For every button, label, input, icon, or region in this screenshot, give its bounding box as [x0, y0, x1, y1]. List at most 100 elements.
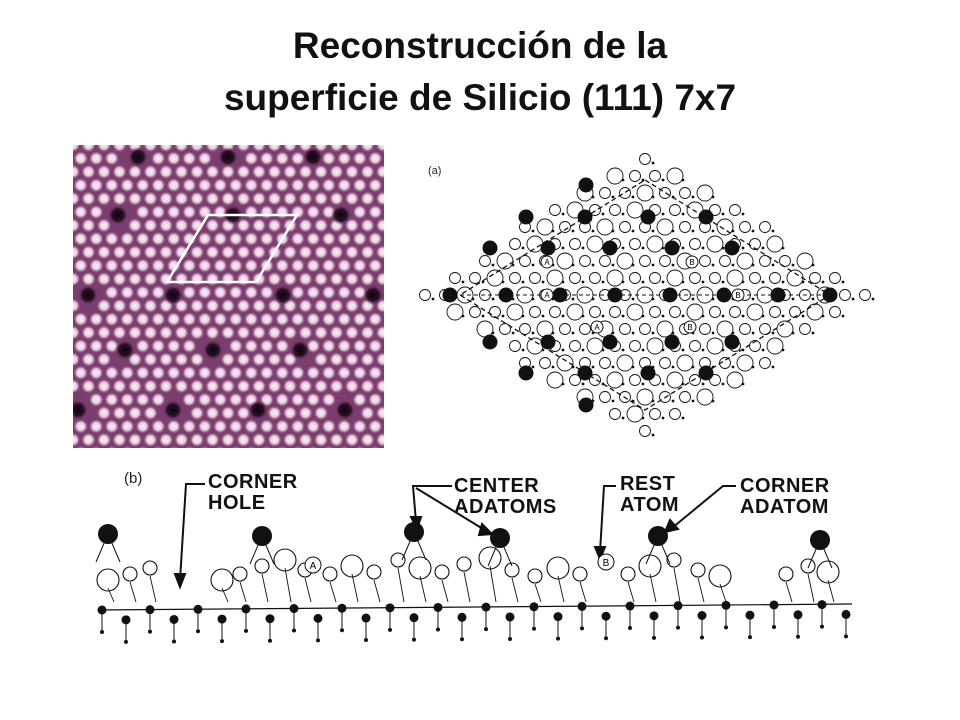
- stm-atom: [104, 258, 120, 274]
- stm-atom: [243, 231, 259, 247]
- stm-atom: [189, 244, 205, 260]
- stm-atom: [75, 445, 87, 448]
- top-open-atom: [739, 221, 751, 233]
- stm-atom: [290, 150, 306, 166]
- top-small-atom: [751, 365, 755, 369]
- top-small-atom: [581, 314, 585, 318]
- stm-atom: [73, 164, 81, 180]
- side-bond: [373, 579, 381, 603]
- substrate-lower-atom: [844, 634, 848, 639]
- top-small-atom: [691, 365, 695, 369]
- top-small-atom: [701, 314, 705, 318]
- side-bond: [785, 581, 793, 603]
- side-bond: [284, 567, 292, 603]
- stm-hole: [108, 205, 128, 225]
- top-open-atom: [519, 255, 531, 267]
- top-small-atom: [651, 331, 655, 335]
- stm-atom: [73, 351, 81, 367]
- stm-atom: [181, 231, 197, 247]
- stm-atom: [313, 378, 329, 394]
- top-small-atom: [661, 280, 665, 284]
- stm-atom: [243, 258, 259, 274]
- stm-atom: [267, 145, 282, 153]
- stm-atom: [81, 191, 96, 207]
- stm-atom: [96, 298, 112, 314]
- top-small-atom: [671, 331, 675, 335]
- stm-atom: [367, 311, 383, 327]
- stm-atom: [321, 284, 337, 300]
- stm-atom: [96, 271, 112, 287]
- top-open-atom: [796, 252, 814, 270]
- top-open-atom: [696, 184, 714, 202]
- stm-atom: [236, 378, 251, 394]
- top-open-atom: [729, 204, 741, 216]
- stm-atom: [174, 244, 189, 260]
- site-label: A: [544, 291, 550, 300]
- top-small-atom: [671, 365, 675, 369]
- stm-atom: [119, 177, 135, 193]
- top-small-atom: [631, 399, 635, 403]
- top-open-atom: [689, 374, 701, 386]
- top-small-atom: [821, 280, 825, 284]
- stm-atom: [367, 177, 383, 193]
- top-small-atom: [611, 195, 615, 199]
- site-label: A: [594, 323, 600, 332]
- stm-atom: [143, 164, 158, 180]
- top-open-atom: [679, 187, 691, 199]
- stm-atom: [282, 145, 298, 153]
- top-small-atom: [621, 314, 625, 318]
- side-bond: [697, 577, 705, 603]
- top-small-atom: [651, 263, 655, 267]
- side-open-atom: [434, 564, 450, 580]
- stm-atom: [298, 191, 313, 207]
- top-open-atom: [669, 408, 681, 420]
- stm-atom: [212, 418, 228, 434]
- top-small-atom: [781, 348, 785, 352]
- stm-atom: [166, 231, 182, 247]
- stm-atom: [73, 217, 81, 233]
- substrate-atom: [217, 614, 227, 624]
- stm-atom: [135, 311, 151, 327]
- stm-atom: [112, 298, 127, 314]
- stm-atom: [143, 298, 158, 314]
- stm-atom: [298, 244, 313, 260]
- stm-atom: [321, 177, 337, 193]
- top-small-atom: [571, 229, 575, 233]
- top-small-atom: [871, 297, 875, 301]
- top-open-atom: [766, 337, 784, 355]
- top-open-atom: [569, 238, 581, 250]
- stm-atom: [344, 164, 360, 180]
- stm-atom: [189, 164, 205, 180]
- top-adatom: [602, 334, 618, 350]
- top-open-atom: [579, 255, 591, 267]
- top-adatom: [482, 240, 498, 256]
- top-small-atom: [561, 246, 565, 250]
- stm-atom: [336, 338, 352, 354]
- top-open-atom: [839, 289, 851, 301]
- stm-atom: [336, 311, 352, 327]
- stm-atom: [127, 271, 143, 287]
- top-open-atom: [626, 303, 644, 321]
- stm-atom: [104, 418, 120, 434]
- side-bond: [419, 575, 427, 603]
- top-small-atom: [541, 314, 545, 318]
- side-open-atom: [572, 566, 588, 582]
- stm-atom: [199, 445, 211, 448]
- top-open-atom: [526, 337, 544, 355]
- stm-atom: [321, 365, 337, 381]
- top-small-atom: [761, 280, 765, 284]
- stm-atom: [174, 432, 189, 448]
- site-marker: [597, 553, 615, 571]
- top-small-atom: [721, 314, 725, 318]
- top-small-atom: [621, 416, 625, 420]
- stm-atom: [251, 164, 267, 180]
- stm-atom: [96, 325, 112, 341]
- stm-atom: [383, 155, 384, 162]
- stm-atom: [212, 177, 228, 193]
- stm-atom: [212, 365, 228, 381]
- top-adatom: [607, 287, 623, 303]
- top-open-atom: [759, 221, 771, 233]
- stm-atom: [135, 258, 151, 274]
- stm-hole: [78, 285, 98, 305]
- top-small-atom: [501, 280, 505, 284]
